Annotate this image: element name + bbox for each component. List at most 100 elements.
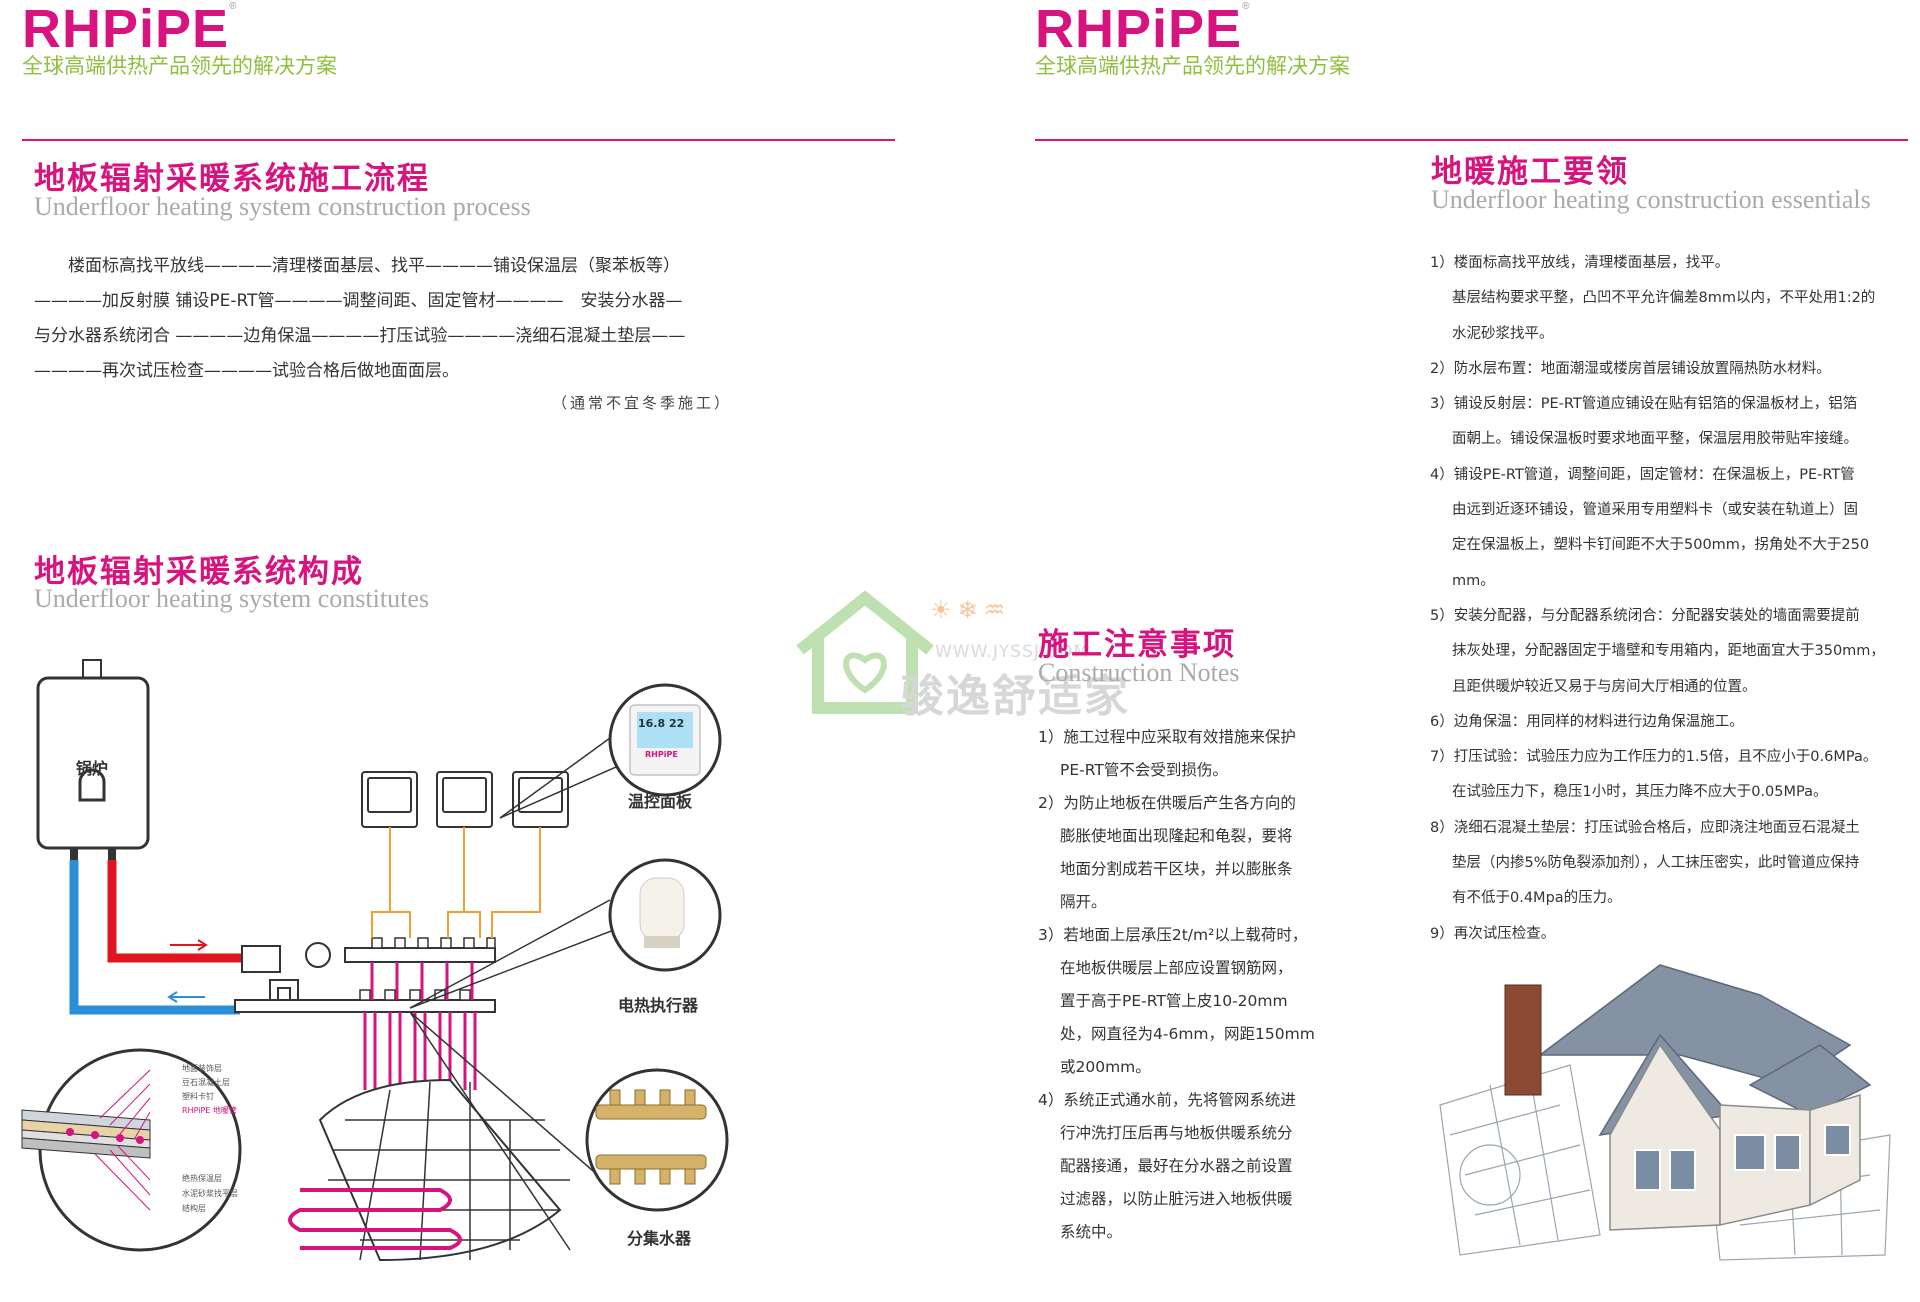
system-diagram [21,659,729,1262]
essential-line: 垫层（内掺5%防龟裂添加剂），人工抹压密实，此时管道应保持 [1452,855,1860,872]
logo-text: RHPiPE [1035,0,1243,59]
hot-flow-arrow [170,939,208,951]
composition-subtitle: Underfloor heating system constitutes [34,584,429,613]
manifold-callout [585,1068,729,1212]
house-blueprint-illustration [1439,964,1891,1261]
note-line: 2）为防止地板在供暖后产生各方向的 [1038,794,1296,812]
essential-line: 6）边角保温：用同样的材料进行边角保温施工。 [1430,713,1744,730]
floor-loop-coil [288,1188,462,1250]
notes-subtitle: Construction Notes [1038,658,1240,687]
control-wires [371,827,541,938]
essential-line: 9）再次试压检查。 [1430,925,1556,942]
process-line: 楼面标高找平放线————清理楼面基层、找平————铺设保温层（聚苯板等） [34,256,680,276]
note-line: 系统中。 [1060,1223,1123,1241]
boiler-icon [78,768,106,802]
thermostat-panels [361,771,569,828]
essential-line: 定在保温板上，塑料卡钉间距不大于500mm，拐角处不大于250 [1452,537,1870,554]
notes-list: 1）施工过程中应采取有效措施来保护 PE-RT管不会受到损伤。 2）为防止地板在… [1038,721,1338,1249]
essential-line: 基层结构要求平整，凸凹不平允许偏差8mm以内，不平处用1:2的 [1452,290,1876,307]
essential-line: 面朝上。铺设保温板时要求地面平整，保温层用胶带贴牢接缝。 [1452,431,1858,448]
actuator-device [639,877,685,941]
process-steps: 楼面标高找平放线————清理楼面基层、找平————铺设保温层（聚苯板等） ———… [34,249,754,389]
logo-text: RHPiPE [22,0,230,59]
cold-flow-arrow [167,991,205,1003]
note-line: 配器接通，最好在分水器之前设置 [1060,1157,1293,1175]
notes-title: 施工注意事项 [1038,627,1236,663]
brand-logo-left: RHPiPE® [22,0,238,59]
note-line: 3）若地面上层承压2t/m²以上载荷时， [1038,926,1308,944]
process-line: 与分水器系统闭合 ————边角保温————打压试验————浇细石混凝土垫层—— [34,326,686,346]
thermostat-brand-text: RHPiPE [645,750,678,759]
header-rule-right [1035,139,1908,141]
header-rule-left [22,139,895,141]
essentials-subtitle: Underfloor heating construction essentia… [1431,185,1871,214]
reg-mark: ® [229,1,238,12]
essential-line: 水泥砂浆找平。 [1452,325,1554,342]
note-line: 4）系统正式通水前，先将管网系统进 [1038,1091,1296,1109]
process-line: ————再次试压检查————试验合格后做地面面层。 [34,361,459,381]
note-line: 膨胀使地面出现隆起和龟裂，要将 [1060,827,1293,845]
essential-line: 1）楼面标高找平放线，清理楼面基层，找平。 [1430,255,1730,271]
floor-loops [363,962,477,1090]
boiler-body [36,676,150,850]
layer-label: 地面装饰层 [182,1064,222,1073]
watermark-name: 骏逸舒适家 [900,671,1130,722]
essential-line: 5）安装分配器，与分配器系统闭合：分配器安装处的墙面需要提前 [1430,607,1860,624]
floor-grid [328,1081,570,1261]
house-chimney [1504,984,1542,1096]
house-windows [1634,1124,1851,1191]
brand-logo-right: RHPiPE® [1035,0,1251,59]
layer-label: 豆石混凝土层 [182,1078,230,1087]
thermostat-screen-text: 16.8 22 [638,717,685,730]
cold-pipe [69,860,240,1015]
layer-label: 绝热保温层 [182,1174,222,1183]
essentials-title: 地暖施工要领 [1431,154,1629,190]
reg-mark: ® [1242,1,1251,12]
process-title: 地板辐射采暖系统施工流程 [34,161,430,197]
boiler-pipe-stub [82,659,102,679]
process-line: ————加反射膜 铺设PE-RT管————调整间距、固定管材———— 安装分水器… [34,291,683,311]
layer-label: 结构层 [182,1204,206,1213]
essential-line: 且距供暖炉较近又易于与房间大厅相通的位置。 [1452,678,1757,695]
return-manifold [234,999,496,1013]
hot-pipe [107,860,250,963]
note-line: 地面分割成若干区块，并以膨胀条 [1060,860,1293,878]
tagline-left: 全球高端供热产品领先的解决方案 [22,54,337,78]
process-subtitle: Underfloor heating system construction p… [34,192,531,221]
essentials-list: 1）楼面标高找平放线，清理楼面基层，找平。 基层结构要求平整，凸凹不平允许偏差8… [1430,246,1910,952]
layer-label: 水泥砂浆找平层 [182,1189,238,1198]
essential-line: 7）打压试验：试验压力应为工作压力的1.5倍，且不应小于0.6MPa。 [1430,749,1878,766]
layer-label: RHPiPE 地暖管 [182,1106,237,1115]
manifold-device [595,1089,707,1185]
manifold-ports [359,937,496,1001]
essential-line: 2）防水层布置：地面潮湿或楼房首层铺设放置隔热防水材料。 [1430,360,1831,377]
note-line: 1）施工过程中应采取有效措施来保护 [1038,728,1296,746]
essential-line: 在试验压力下，稳压1小时，其压力降不应大于0.05MPa。 [1452,784,1828,801]
composition-title: 地板辐射采暖系统构成 [34,554,364,590]
essential-line: 4）铺设PE-RT管道，调整间距，固定管材：在保温板上，PE-RT管 [1430,466,1855,483]
note-line: 或200mm。 [1060,1058,1151,1076]
essential-line: 由远到近逐环铺设，管道采用专用塑料卡（或安装在轨道上）固 [1452,502,1858,519]
essential-line: 抹灰处理，分配器固定于墙壁和专用箱内，距地面宜大于350mm， [1452,643,1885,660]
floor-grid-outline [318,1078,562,1262]
thermostat-label: 温控面板 [628,792,693,811]
note-line: 行冲洗打压后再与地板供暖系统分 [1060,1124,1293,1142]
layer-label: 塑料卡钉 [182,1092,214,1101]
supply-manifold [344,947,496,963]
essential-line: 8）浇细石混凝土垫层：打压试验合格后，应即浇注地面豆石混凝土 [1430,819,1860,836]
note-line: 隔开。 [1060,893,1107,911]
boiler-label: 锅炉 [76,759,109,778]
process-note: （通常不宜冬季施工） [552,394,733,412]
essential-line: mm。 [1452,572,1495,589]
note-line: 过滤器，以防止脏污进入地板供暖 [1060,1190,1293,1208]
note-line: 置于高于PE-RT管上皮10-20mm [1060,992,1288,1010]
watermark-url: WWW.JYSSJ.COM [935,642,1090,662]
tagline-right: 全球高端供热产品领先的解决方案 [1035,54,1350,78]
note-line: 在地板供暖层上部应设置钢筋网， [1060,959,1293,977]
essential-line: 3）铺设反射层：PE-RT管道应铺设在贴有铝箔的保温板材上，铝箔 [1430,396,1858,413]
note-line: PE-RT管不会受到损伤。 [1060,761,1228,779]
note-line: 处，网直径为4-6mm，网距150mm [1060,1025,1315,1043]
pump-icon [305,942,331,968]
watermark-house-icon [796,590,934,714]
watermark-icons: ☀❄♒ [930,596,1012,624]
